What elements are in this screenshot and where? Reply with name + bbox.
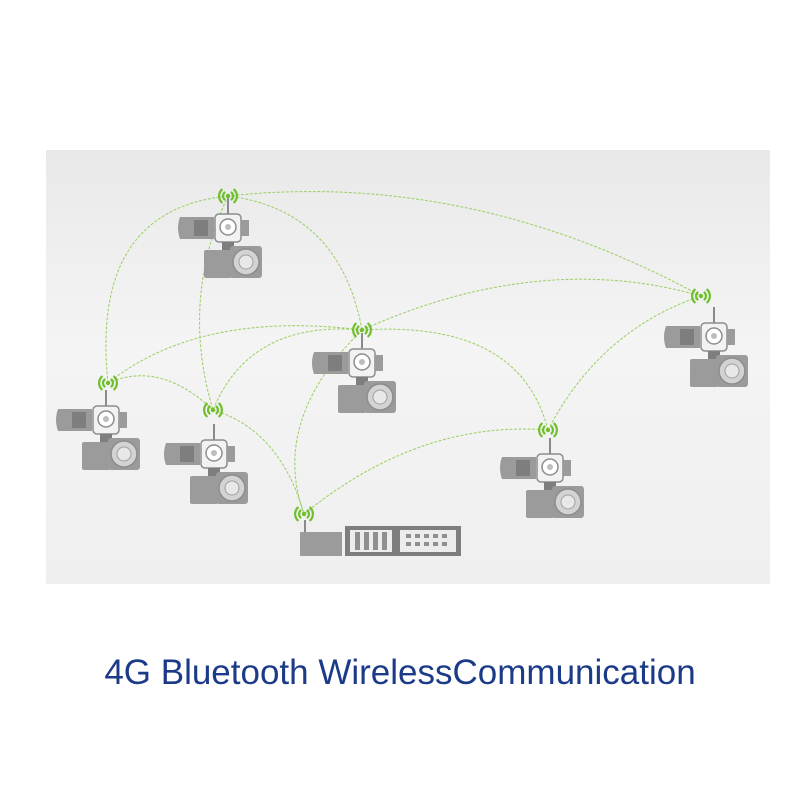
node-layer [56, 188, 748, 556]
camera-gimbal-icon [164, 424, 248, 504]
camera-gimbal-icon [312, 333, 396, 413]
link-camera-center-to-camera-left [107, 325, 363, 384]
node-camera-right [664, 288, 748, 387]
link-camera-center-to-camera-mid-right [361, 328, 549, 431]
signal-icon [98, 375, 118, 391]
node-camera-center [312, 322, 396, 413]
link-camera-top-left-to-camera-right [227, 191, 702, 297]
node-camera-left [56, 375, 140, 470]
link-camera-mid-left-to-base-station [212, 409, 305, 515]
signal-icon [691, 288, 711, 304]
camera-gimbal-icon [178, 198, 262, 278]
caption-text: 4G Bluetooth WirelessCommunication [104, 653, 696, 692]
base-station-icon [300, 520, 461, 556]
node-base-station [294, 506, 461, 556]
link-camera-center-to-base-station [294, 329, 363, 515]
signal-icon [294, 506, 314, 522]
node-camera-mid-right [500, 422, 584, 518]
link-camera-top-left-to-camera-center [227, 195, 363, 331]
signal-icon [538, 422, 558, 438]
link-camera-left-to-camera-mid-left [107, 375, 214, 411]
signal-icon [218, 188, 238, 204]
signal-icon [352, 322, 372, 338]
camera-gimbal-icon [500, 438, 584, 518]
node-camera-mid-left [164, 402, 248, 504]
diagram-panel [46, 150, 770, 584]
link-camera-mid-right-to-base-station [303, 428, 549, 515]
link-camera-top-left-to-camera-left [105, 195, 229, 384]
link-camera-center-to-camera-right [361, 278, 702, 331]
camera-gimbal-icon [56, 390, 140, 470]
link-camera-mid-right-to-camera-right [547, 295, 702, 431]
link-layer [105, 191, 702, 515]
camera-gimbal-icon [664, 307, 748, 387]
signal-icon [203, 402, 223, 418]
node-camera-top-left [178, 188, 262, 278]
link-camera-center-to-camera-mid-left [212, 328, 363, 411]
